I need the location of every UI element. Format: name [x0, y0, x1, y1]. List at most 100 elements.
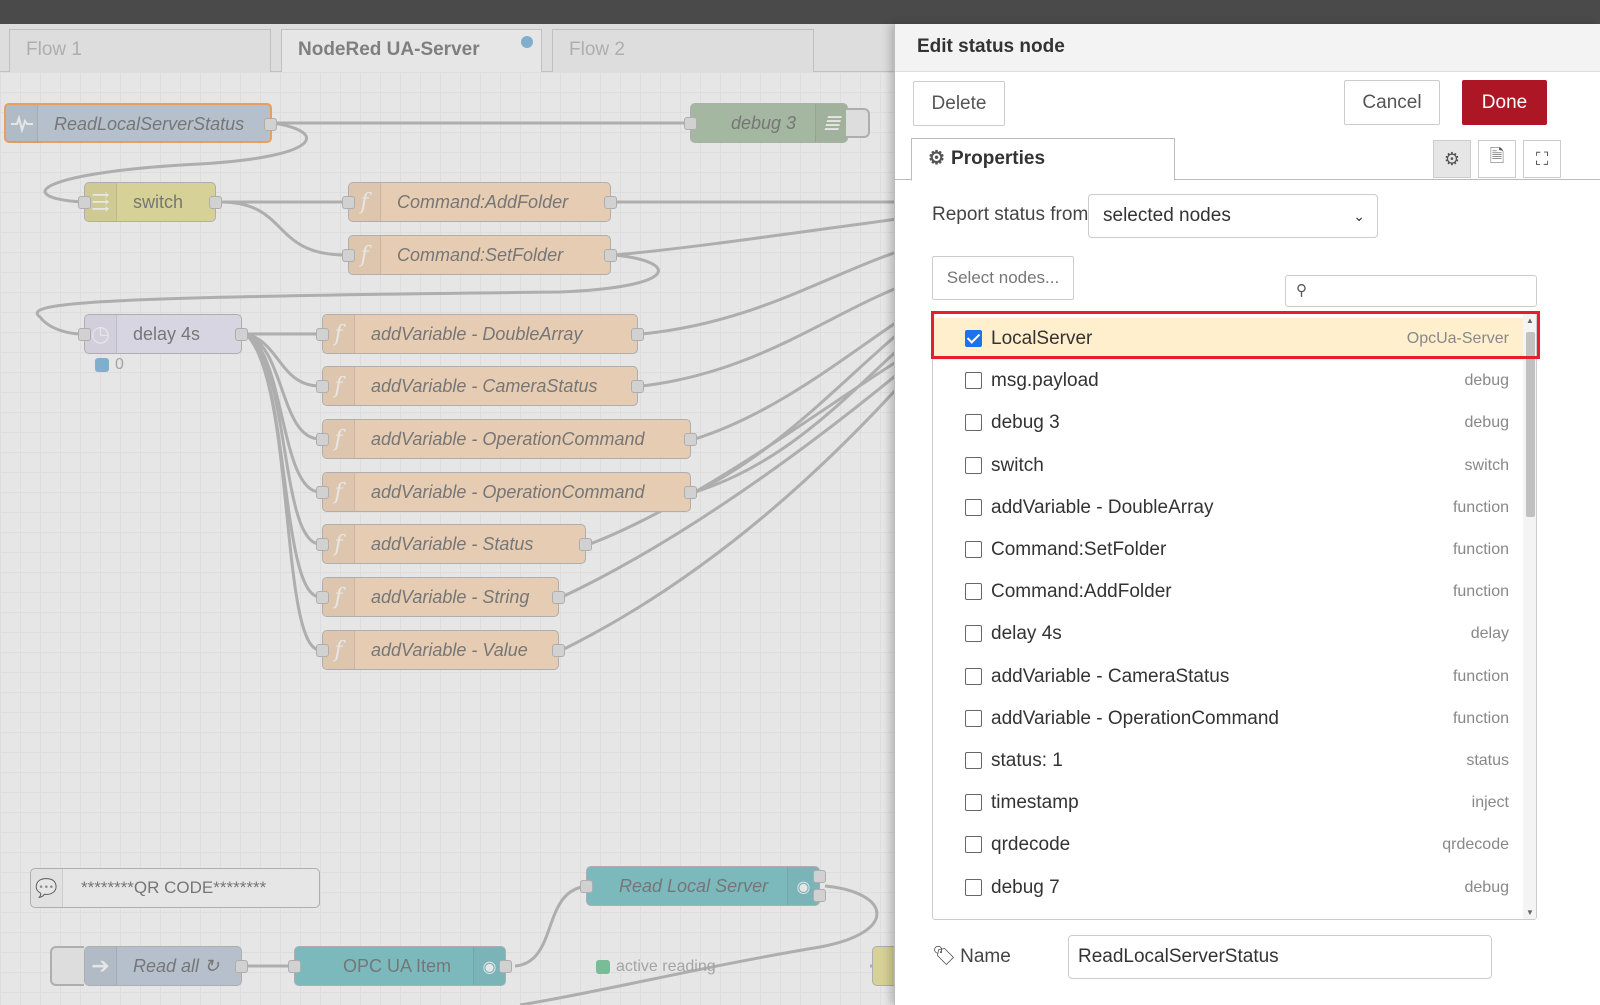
node-checkbox[interactable]	[965, 456, 982, 474]
input-port[interactable]	[342, 196, 355, 209]
node-label: Command:SetFolder	[397, 245, 564, 265]
node-checkbox[interactable]	[965, 878, 982, 896]
scroll-thumb[interactable]	[1526, 332, 1535, 517]
input-port[interactable]	[288, 960, 301, 973]
output-port[interactable]	[235, 960, 248, 973]
debug-toggle-button[interactable]	[846, 108, 870, 138]
output-port[interactable]	[499, 960, 512, 973]
node-search-box[interactable]: ⚲	[1285, 275, 1537, 307]
output-port[interactable]	[209, 196, 222, 209]
cancel-button[interactable]: Cancel	[1344, 80, 1440, 125]
output-port[interactable]	[684, 486, 697, 499]
input-port[interactable]	[316, 538, 329, 551]
input-port[interactable]	[316, 380, 329, 393]
inject-node-read-local-server-status[interactable]: ReadLocalServerStatus	[4, 103, 277, 143]
scroll-up-arrow-icon[interactable]: ▲	[1526, 316, 1534, 325]
done-button[interactable]: Done	[1462, 80, 1547, 125]
output-port[interactable]	[631, 380, 644, 393]
appearance-frame-icon[interactable]: ⛶	[1523, 140, 1561, 178]
opcua-node-opc-ua-item[interactable]: OPC UA Item ◉	[288, 946, 512, 986]
input-port[interactable]	[316, 328, 329, 341]
output-port[interactable]	[604, 249, 617, 262]
output-port[interactable]	[684, 433, 697, 446]
function-node-add-status[interactable]: f addVariable - Status	[316, 524, 592, 564]
tab-properties[interactable]: ⚙Properties	[911, 138, 1175, 181]
node-properties-gear-icon[interactable]: ⚙	[1433, 140, 1471, 178]
description-document-icon[interactable]: 🗎	[1478, 140, 1516, 178]
output-port[interactable]	[579, 538, 592, 551]
function-node-add-camera-status[interactable]: f addVariable - CameraStatus	[316, 366, 644, 406]
node-checkbox[interactable]	[965, 625, 982, 643]
input-port[interactable]	[580, 880, 593, 893]
scroll-down-arrow-icon[interactable]: ▼	[1526, 908, 1534, 917]
node-checkbox[interactable]	[965, 667, 982, 685]
status-text: active reading	[616, 958, 716, 975]
node-checkbox[interactable]	[965, 709, 982, 727]
input-port[interactable]	[316, 644, 329, 657]
input-port[interactable]	[684, 117, 697, 130]
tab-flow-1[interactable]: Flow 1	[9, 29, 271, 72]
input-port[interactable]	[78, 196, 91, 209]
input-port[interactable]	[316, 486, 329, 499]
delay-node[interactable]: ◷ delay 4s	[78, 314, 248, 354]
node-checkbox[interactable]	[965, 836, 982, 854]
node-checkbox[interactable]	[965, 752, 982, 769]
input-port[interactable]	[316, 433, 329, 446]
opcua-node-read-local-server[interactable]: Read Local Server ◉	[580, 866, 826, 906]
node-checkbox[interactable]	[965, 794, 982, 812]
select-nodes-button[interactable]: Select nodes...	[932, 256, 1074, 300]
name-field[interactable]	[1068, 935, 1492, 979]
function-node-command-addfolder[interactable]: f Command:AddFolder	[342, 182, 617, 222]
inject-trigger-button[interactable]	[50, 946, 84, 986]
function-node-command-setfolder[interactable]: f Command:SetFolder	[342, 235, 617, 275]
output-port[interactable]	[631, 328, 644, 341]
scrollbar[interactable]: ▲ ▼	[1523, 314, 1536, 919]
search-input[interactable]	[1316, 278, 1526, 304]
function-node-add-operation-command[interactable]: f addVariable - OperationCommand	[316, 419, 697, 459]
node-checkbox[interactable]	[965, 541, 982, 558]
output-port[interactable]	[552, 591, 565, 604]
inject-node-read-all[interactable]: ➔ Read all ↻	[84, 946, 248, 986]
comment-node-qr-code[interactable]: 💬 ********QR CODE********	[30, 868, 320, 908]
node-checkbox[interactable]	[965, 330, 982, 347]
node-checkbox[interactable]	[965, 583, 982, 601]
function-node-add-operation-command[interactable]: f addVariable - OperationCommand	[316, 472, 697, 512]
output-port[interactable]	[264, 118, 277, 131]
function-node-add-value[interactable]: f addVariable - Value	[316, 630, 565, 670]
output-port[interactable]	[813, 870, 826, 883]
output-port[interactable]	[813, 889, 826, 902]
report-status-select[interactable]: selected nodes ⌄	[1088, 194, 1378, 238]
debug-node-debug3[interactable]: debug 3 ≣	[684, 103, 848, 143]
input-port[interactable]	[342, 249, 355, 262]
output-port[interactable]	[235, 328, 248, 341]
delete-button[interactable]: Delete	[913, 81, 1005, 126]
output-port[interactable]	[552, 644, 565, 657]
input-port[interactable]	[78, 328, 91, 341]
output-port[interactable]	[604, 196, 617, 209]
tab-flow-2[interactable]: Flow 2	[552, 29, 814, 72]
switch-node[interactable]: ⇶ switch	[78, 182, 222, 222]
node-checkbox[interactable]	[965, 414, 982, 432]
node-checkbox[interactable]	[965, 372, 982, 390]
flow-canvas[interactable]: ReadLocalServerStatus debug 3 ≣ ⇶ switch…	[0, 72, 912, 1005]
tab-nodered-ua-server[interactable]: NodeRed UA-Server	[281, 29, 542, 73]
input-port[interactable]	[316, 591, 329, 604]
function-node-add-double-array[interactable]: f addVariable - DoubleArray	[316, 314, 644, 354]
function-node-add-string[interactable]: f addVariable - String	[316, 577, 565, 617]
node-checkbox[interactable]	[965, 498, 982, 516]
